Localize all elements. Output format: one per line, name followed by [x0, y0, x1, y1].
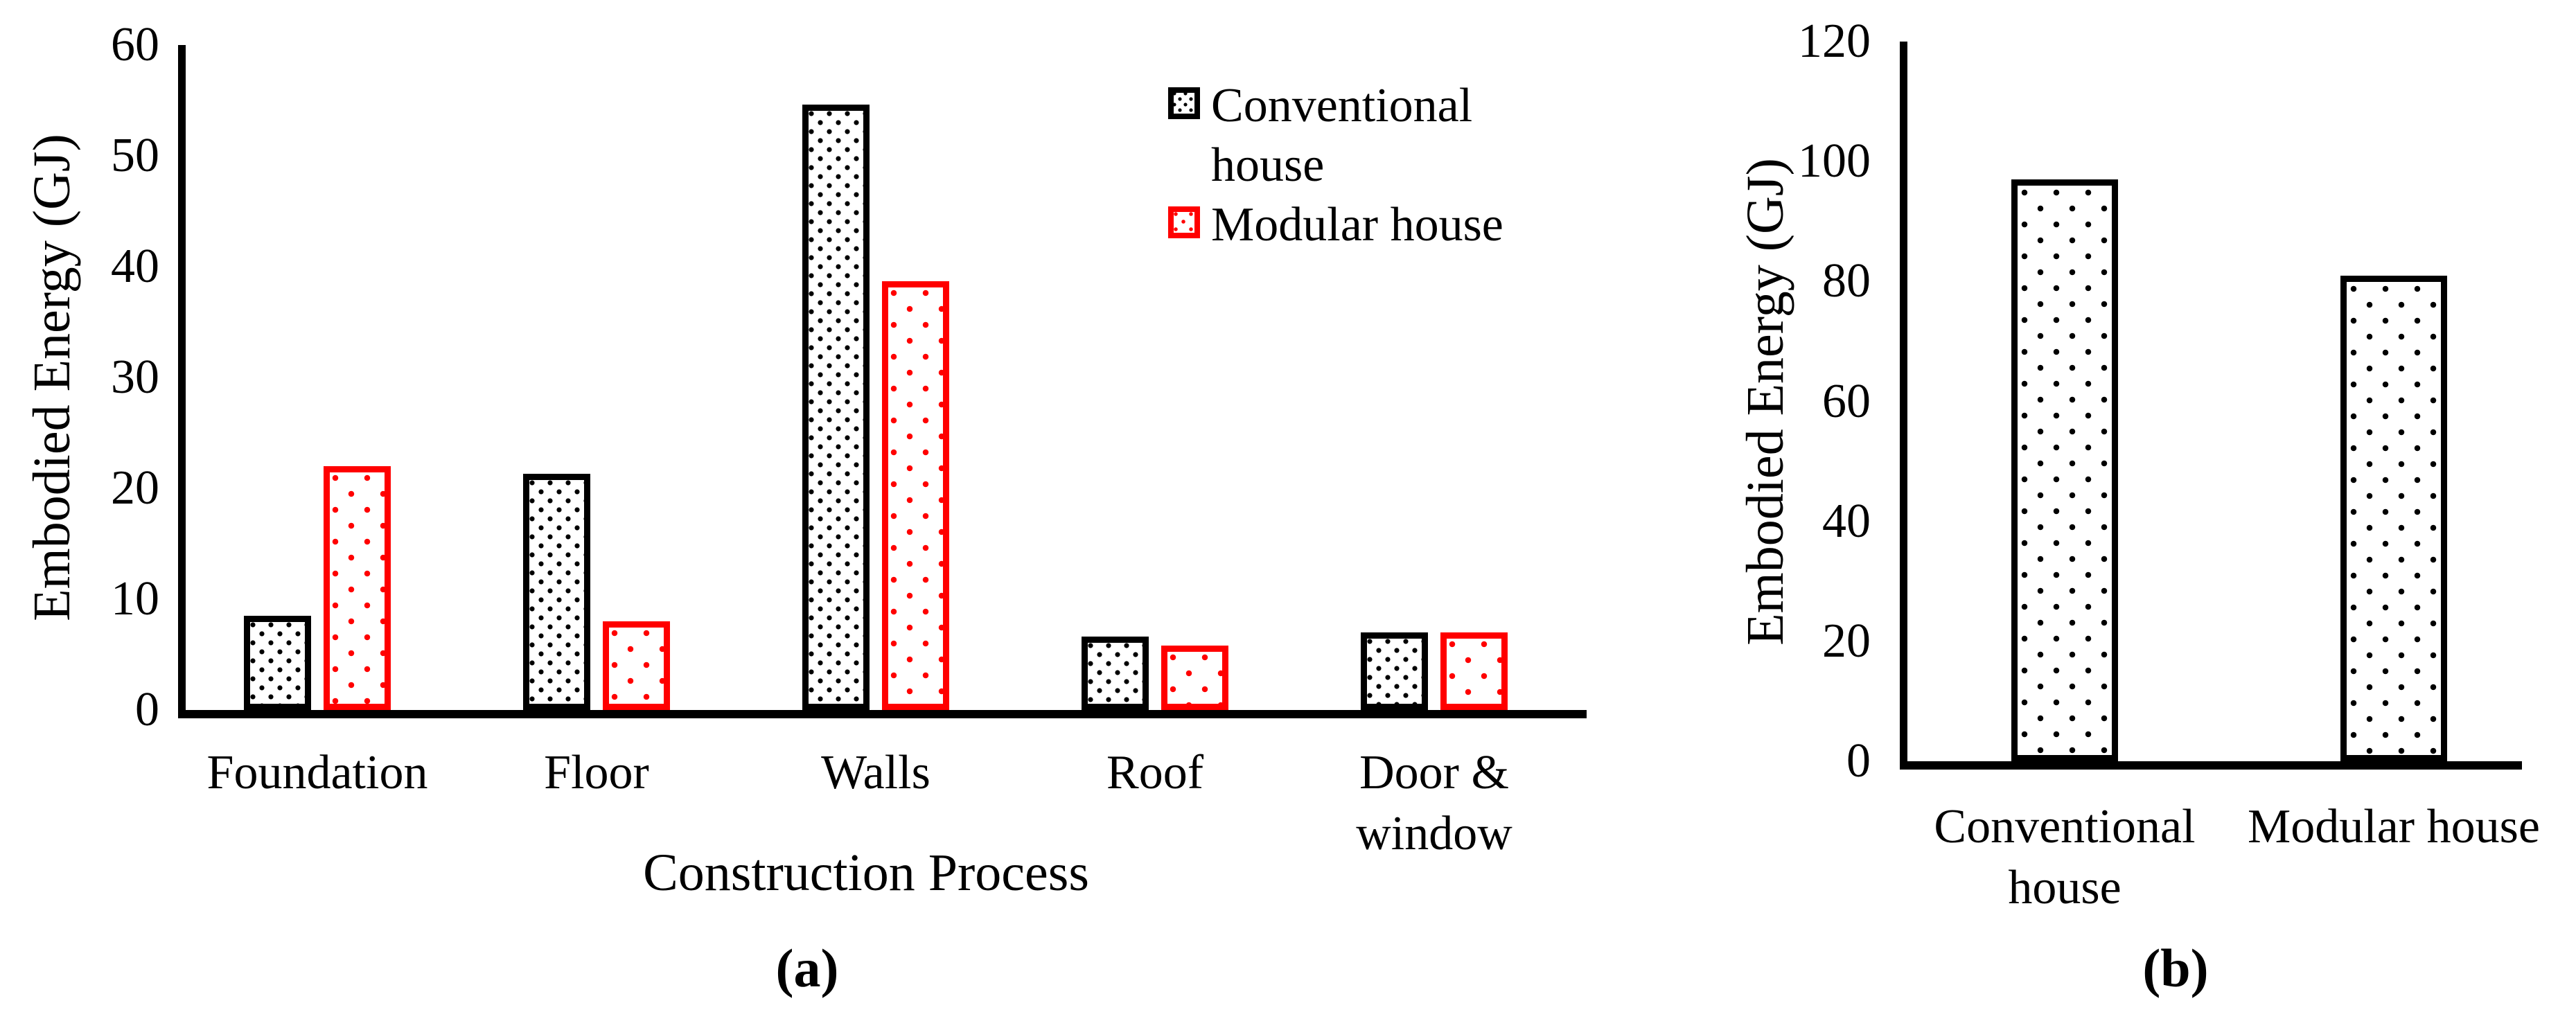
chart-b-category-label-1: Modular house — [2248, 800, 2540, 853]
bar-a-3-Modular house — [1161, 646, 1228, 710]
chart-a-plot-area — [178, 45, 1587, 718]
chart-b-ytick-100: 100 — [1798, 134, 1871, 188]
chart-b-ytick-80: 80 — [1822, 254, 1871, 308]
chart-a-category-label-1: Floor — [544, 746, 649, 799]
bar-a-4-Conventional house — [1361, 632, 1428, 710]
chart-a-legend: Conventional house Modular house — [1168, 76, 1598, 255]
chart-a-category-label-0: Foundation — [206, 746, 428, 799]
bar-a-3-Conventional house — [1082, 637, 1149, 710]
bar-a-0-Modular house — [324, 466, 391, 710]
chart-b-category-label-0: Conventional house — [1934, 800, 2196, 914]
chart-b-ytick-60: 60 — [1822, 374, 1871, 428]
chart-a-category-label-4: Door & window — [1356, 746, 1512, 860]
chart-b-plot-area — [1900, 42, 2522, 770]
legend-entry-conventional: Conventional house — [1168, 76, 1598, 195]
legend-entry-modular: Modular house — [1168, 195, 1598, 255]
legend-label-conventional: Conventional house — [1211, 79, 1473, 192]
chart-a-x-axis-title: Construction Process — [643, 844, 1089, 902]
bar-b-1-Embodied energy — [2340, 276, 2447, 761]
modular-series-marker-icon — [1168, 206, 1200, 238]
chart-a-category-label-2: Walls — [821, 746, 930, 799]
chart-a-ytick-50: 50 — [111, 129, 159, 182]
chart-b-ytick-20: 20 — [1822, 614, 1871, 668]
chart-a-ytick-0: 0 — [135, 683, 159, 736]
bar-a-0-Conventional house — [244, 616, 311, 710]
bar-a-1-Modular house — [603, 621, 670, 710]
bar-b-0-Embodied energy — [2011, 179, 2118, 761]
chart-a-ytick-30: 30 — [111, 350, 159, 404]
chart-a-category-label-3: Roof — [1106, 746, 1203, 799]
chart-a-ytick-20: 20 — [111, 461, 159, 515]
chart-a-caption: (a) — [775, 938, 839, 998]
chart-a-ytick-40: 40 — [111, 240, 159, 293]
bar-a-2-Conventional house — [802, 105, 870, 710]
bar-a-4-Modular house — [1440, 632, 1508, 710]
chart-a-ytick-10: 10 — [111, 572, 159, 625]
chart-b-ytick-120: 120 — [1798, 15, 1871, 69]
chart-a-ytick-60: 60 — [111, 18, 159, 71]
bar-a-1-Conventional house — [523, 474, 590, 710]
chart-b-caption: (b) — [2142, 938, 2209, 998]
bar-a-2-Modular house — [882, 281, 949, 710]
chart-b-ytick-40: 40 — [1822, 494, 1871, 548]
legend-label-modular: Modular house — [1211, 198, 1503, 251]
chart-b-ytick-0: 0 — [1846, 734, 1871, 788]
conventional-series-marker-icon — [1168, 87, 1200, 119]
